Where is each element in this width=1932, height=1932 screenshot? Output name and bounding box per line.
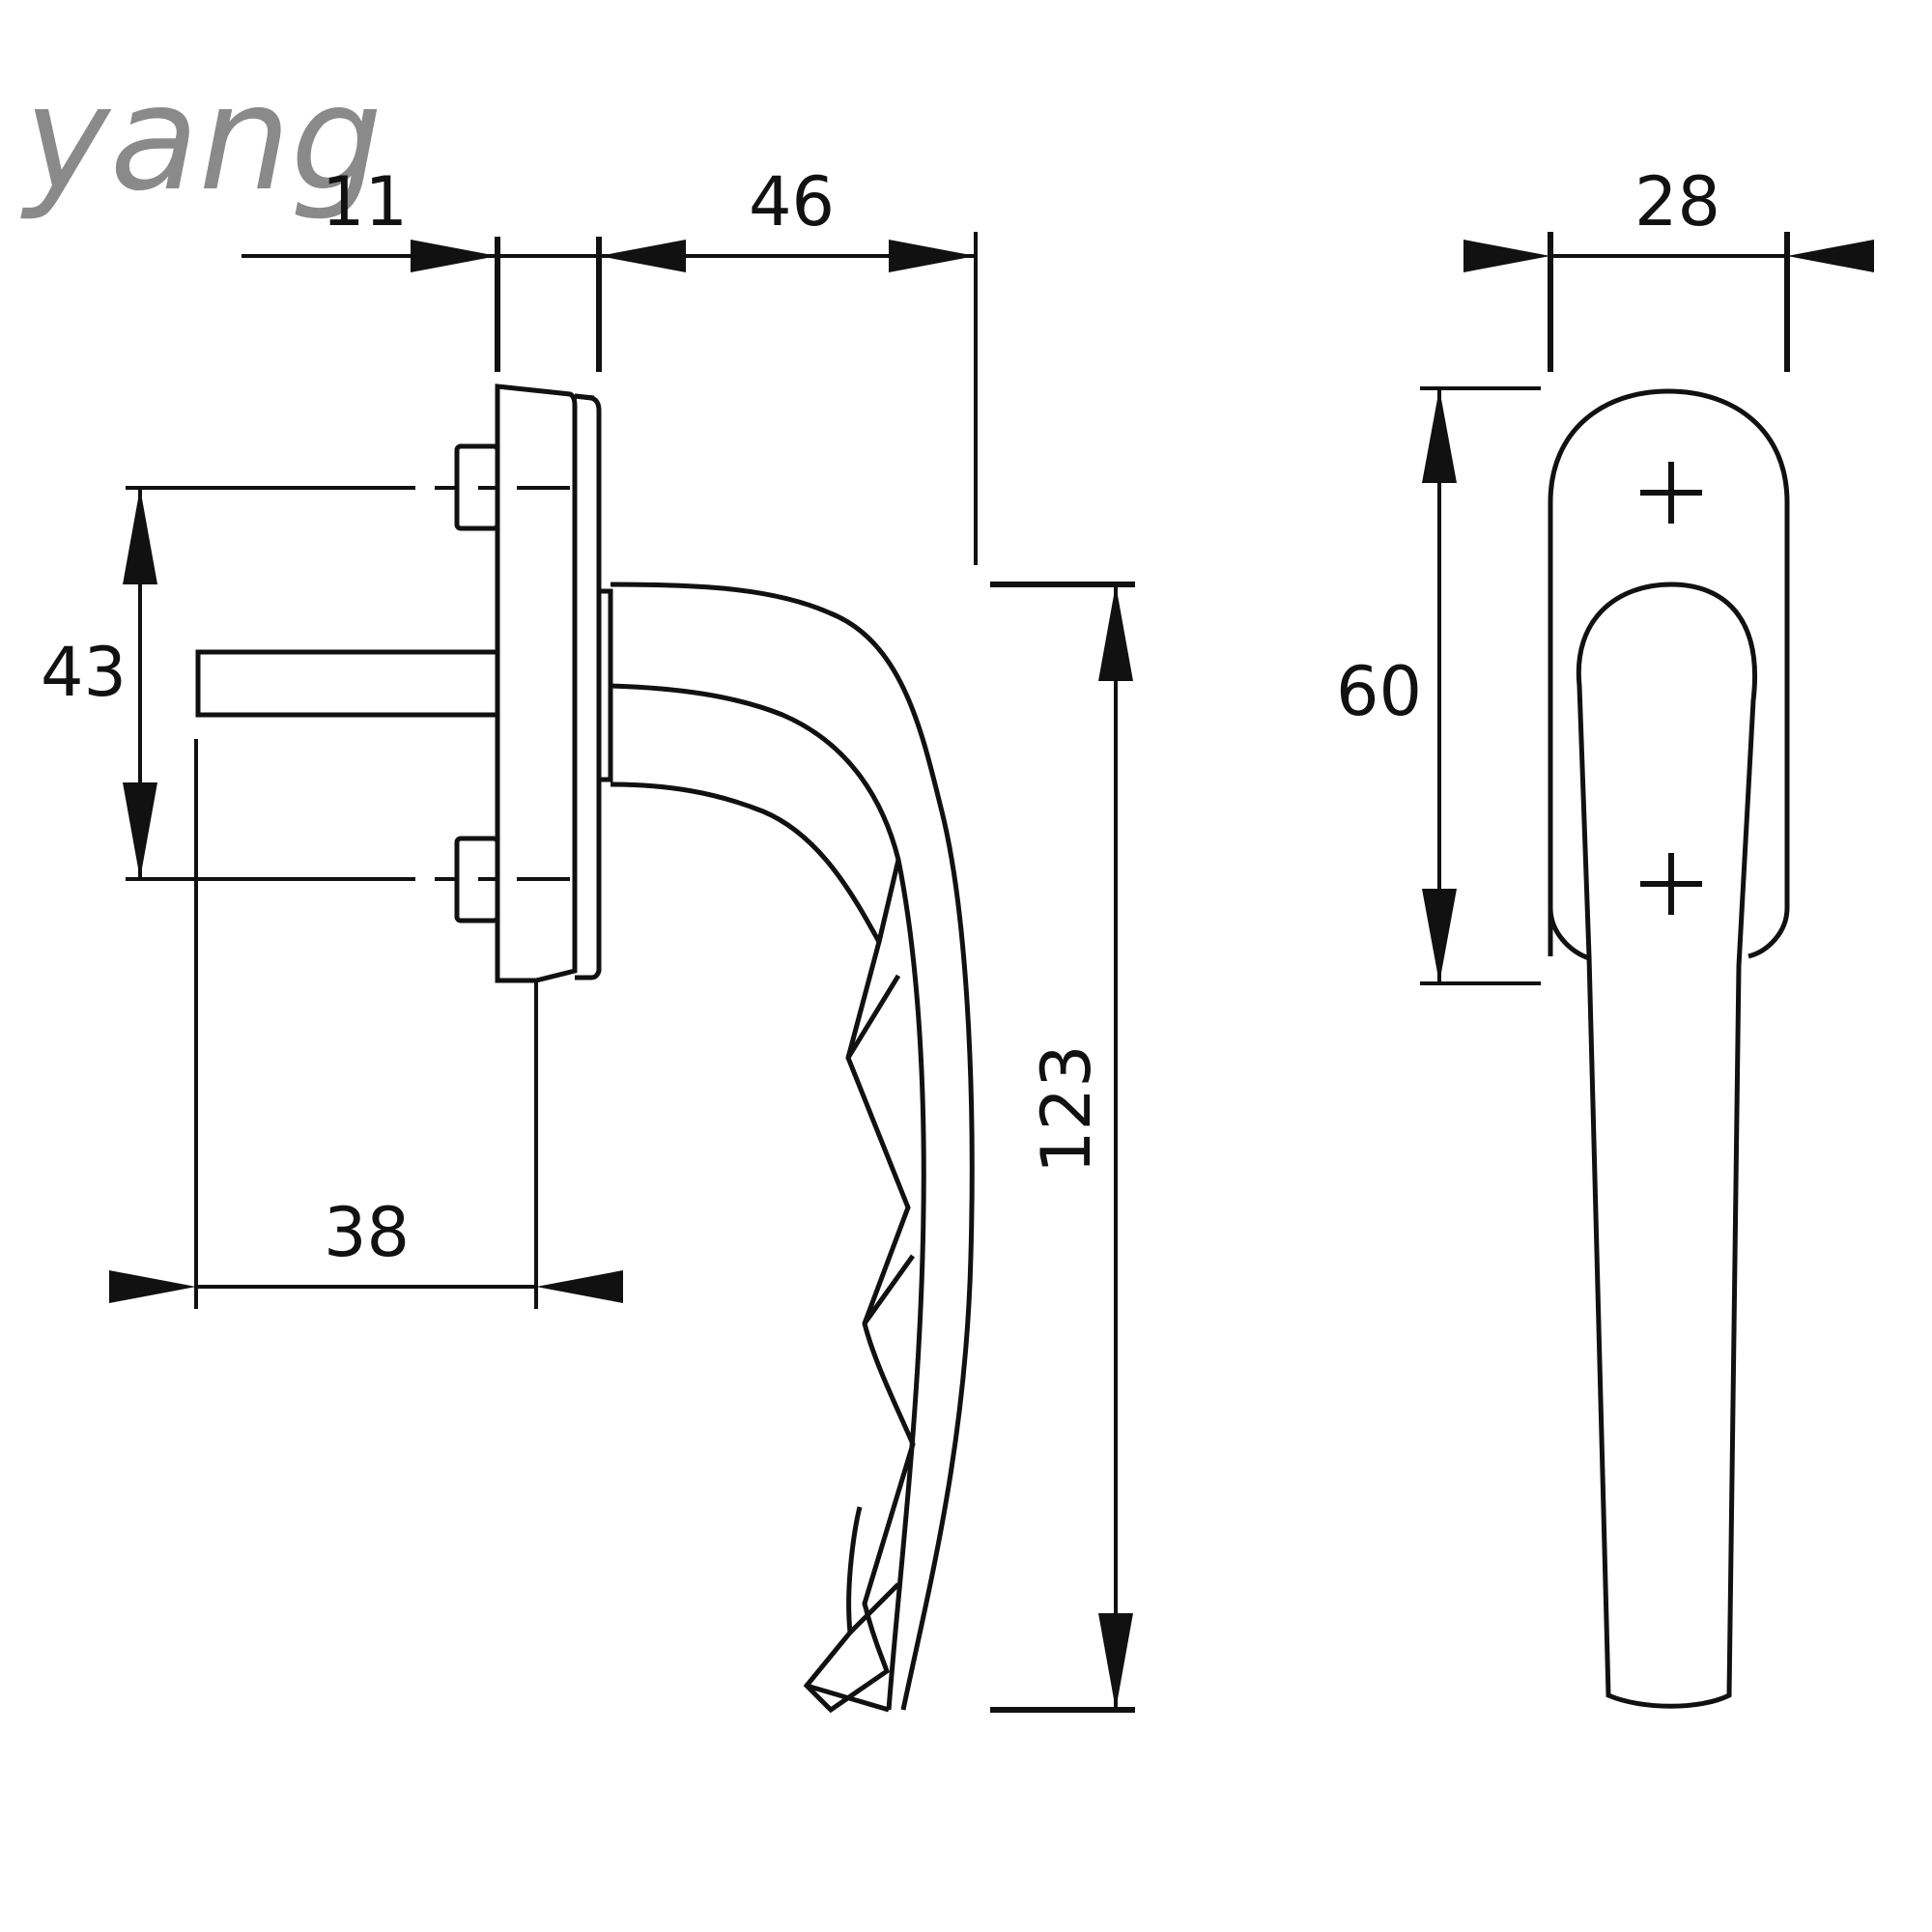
rose-plate — [495, 384, 578, 983]
label-screw-spacing: 43 — [41, 633, 127, 712]
dimension-handle-height — [990, 582, 1135, 1713]
dimension-rose-to-grip — [599, 232, 978, 565]
label-spindle-length: 38 — [324, 1193, 410, 1272]
watermark: yang — [20, 55, 383, 223]
rose-outline — [1548, 388, 1790, 959]
label-spindle-offset: 11 — [322, 162, 408, 242]
dimension-screw-spacing — [123, 488, 157, 879]
front-view — [1548, 388, 1790, 1709]
handle-lever-outer — [610, 582, 975, 1711]
rose-plate-front — [574, 393, 602, 980]
handle-lever-inner — [610, 683, 926, 1711]
handle-lever-underside — [610, 781, 916, 1714]
spindle — [195, 649, 497, 718]
screw-centre-lines — [126, 486, 570, 881]
dimension-rose-height — [1420, 386, 1541, 985]
screw-cross-bottom — [1640, 853, 1702, 915]
rose-outline-lower — [1548, 907, 1590, 961]
neck-collar — [596, 588, 613, 782]
handle-lever-grip — [806, 859, 916, 1713]
label-rose-height: 60 — [1336, 652, 1422, 731]
label-rose-to-grip: 46 — [749, 162, 835, 242]
lever-front — [1576, 582, 1757, 1709]
label-rose-width: 28 — [1634, 162, 1720, 242]
dimension-rose-width — [1463, 232, 1874, 372]
label-handle-height: 123 — [1027, 1044, 1106, 1174]
side-view — [195, 384, 975, 1714]
dimension-spindle-length — [109, 739, 623, 1309]
screw-cross-top — [1640, 462, 1702, 524]
